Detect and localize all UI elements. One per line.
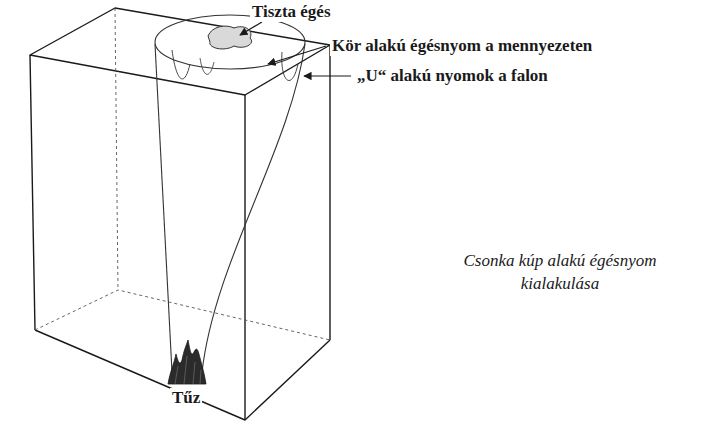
figure-caption: Csonka kúp alakú égésnyom kialakulása [440,250,680,296]
room-box [30,8,330,420]
burn-cone [155,15,305,372]
clean-burn-spot [208,26,252,49]
hidden-edges [35,8,330,340]
annotation-label: Kör alakú égésnyom a mennyezeten [330,36,594,56]
annotation-label: „U“ alakú nyomok a falon [355,66,550,86]
fire-label: Tűz [170,388,202,408]
annotation-label: Tiszta égés [250,2,333,22]
fire-symbol [168,340,206,384]
